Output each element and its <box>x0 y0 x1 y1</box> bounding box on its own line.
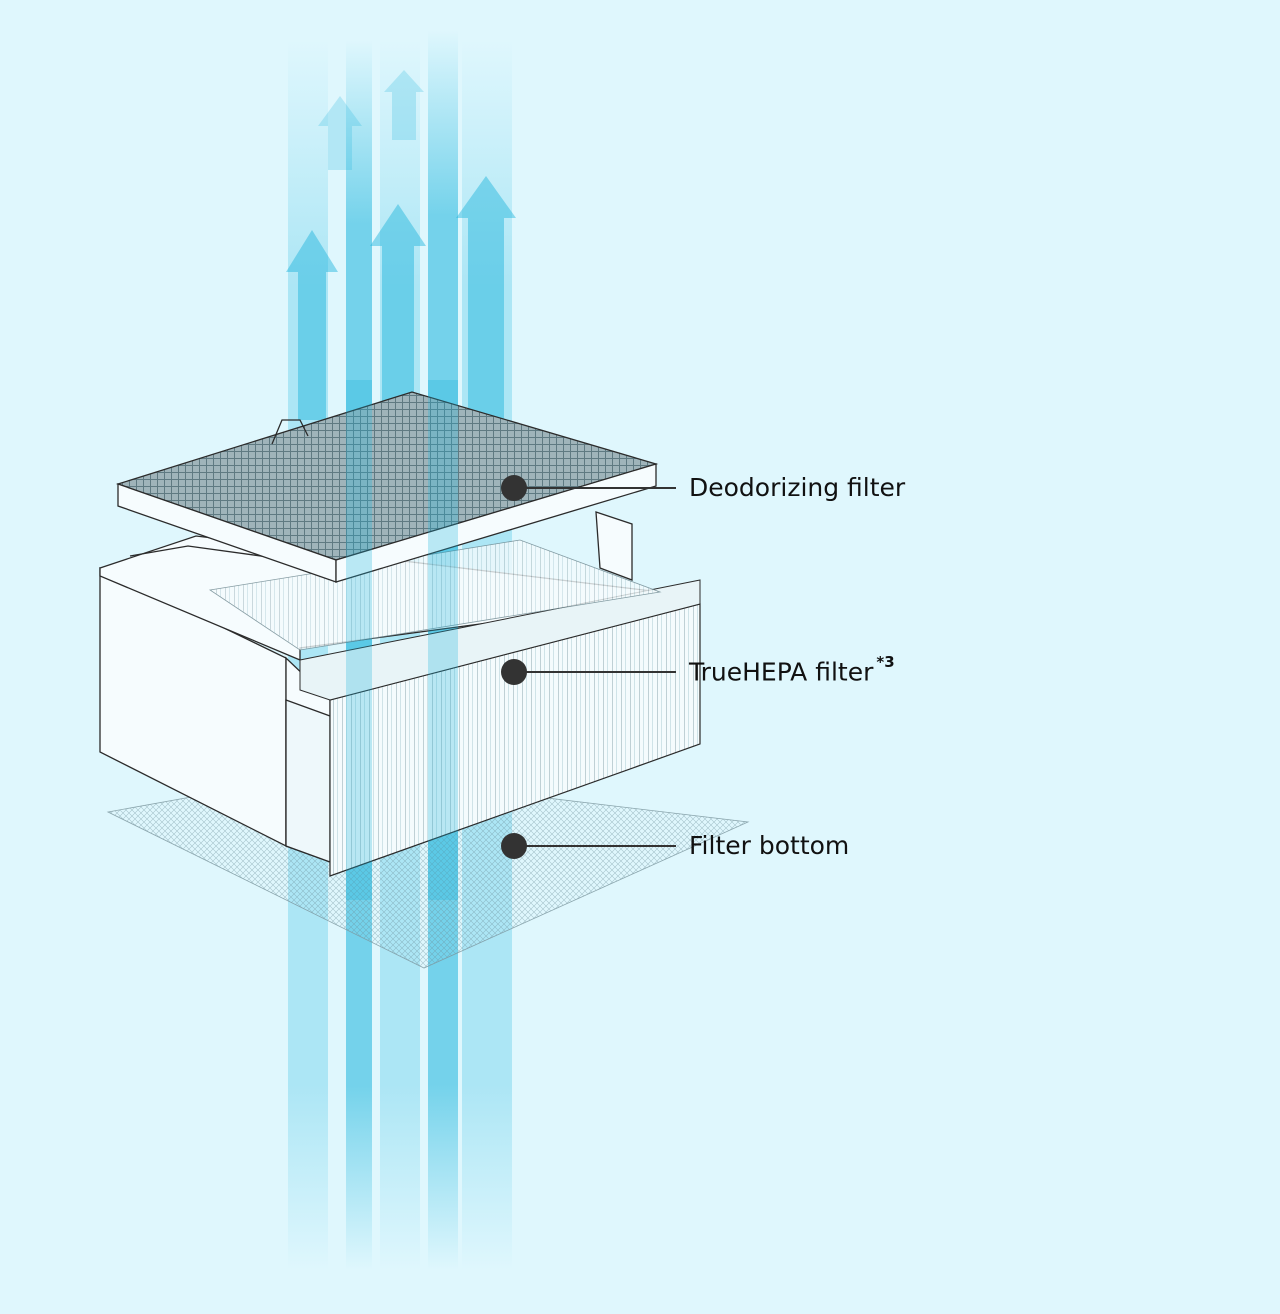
callout-truehepa <box>501 659 676 685</box>
callout-filter-bottom <box>501 833 676 859</box>
up-arrow-icon <box>286 230 338 420</box>
airflow-arrows <box>286 70 516 420</box>
filter-bottom-text: Filter bottom <box>689 831 850 860</box>
deodorizing-filter <box>115 391 659 583</box>
pull-tab-icon <box>271 419 309 445</box>
filter-bottom-label: Filter bottom <box>689 833 849 858</box>
deodorizing-filter-label: Deodorizing filter <box>689 475 905 500</box>
up-arrow-icon <box>370 204 426 420</box>
airflow-overlay <box>346 380 458 900</box>
up-arrow-icon <box>318 96 362 170</box>
callout-deodorizing <box>501 475 676 501</box>
up-arrow-icon <box>456 176 516 420</box>
truehepa-footnote: *3 <box>876 653 895 671</box>
truehepa-filter-text: TrueHEPA filter <box>689 657 874 687</box>
deodorizing-filter-text: Deodorizing filter <box>689 473 906 502</box>
up-arrow-icon <box>384 70 424 140</box>
truehepa-filter-label: TrueHEPA filter*3 <box>689 655 895 687</box>
